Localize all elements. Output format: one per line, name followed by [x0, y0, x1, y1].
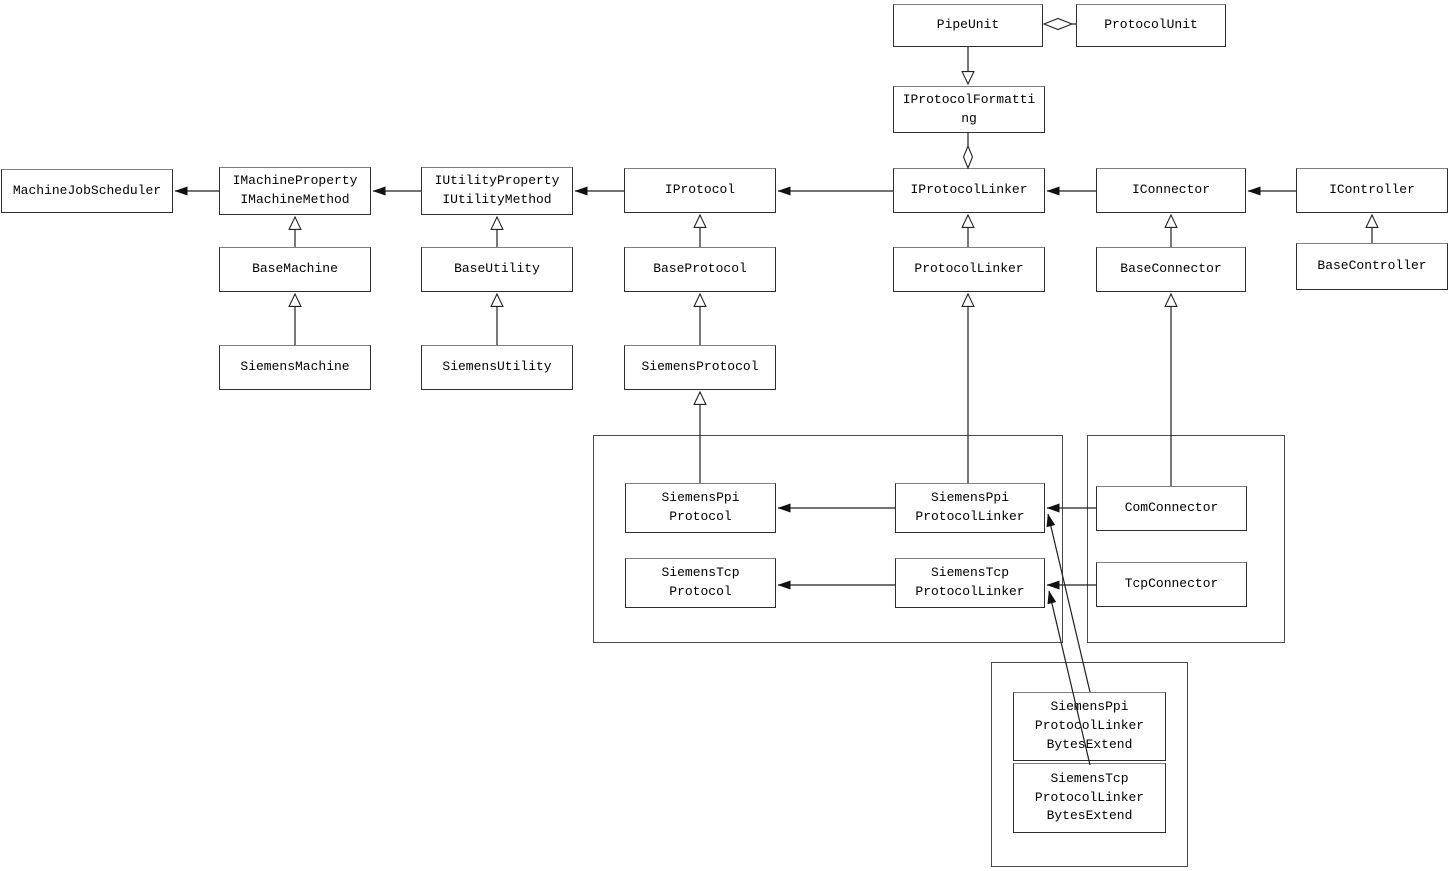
class-machine-job-scheduler[interactable]: MachineJobScheduler: [1, 169, 173, 213]
class-protocol-unit[interactable]: ProtocolUnit: [1076, 4, 1226, 47]
class-siemens-protocol[interactable]: SiemensProtocol: [624, 345, 776, 390]
class-iprotocol-formatting[interactable]: IProtocolFormatti ng: [893, 86, 1045, 133]
class-iutility-property-method[interactable]: IUtilityProperty IUtilityMethod: [421, 167, 573, 215]
class-com-connector[interactable]: ComConnector: [1096, 486, 1247, 531]
class-base-controller[interactable]: BaseController: [1296, 243, 1448, 290]
class-base-protocol[interactable]: BaseProtocol: [624, 247, 776, 292]
class-siemens-machine[interactable]: SiemensMachine: [219, 345, 371, 390]
class-siemens-tcp-protocol[interactable]: SiemensTcp Protocol: [625, 558, 776, 608]
aggregation-diamond-horizontal: [1042, 17, 1074, 31]
class-iconnector[interactable]: IConnector: [1096, 168, 1246, 213]
class-siemens-ppi-protocol-linker[interactable]: SiemensPpi ProtocolLinker: [895, 483, 1045, 533]
class-base-connector[interactable]: BaseConnector: [1096, 247, 1246, 292]
class-imachine-property-method[interactable]: IMachineProperty IMachineMethod: [219, 167, 371, 215]
class-protocol-linker[interactable]: ProtocolLinker: [893, 247, 1045, 292]
class-siemens-ppi-protocol-linker-bytes-extend[interactable]: SiemensPpi ProtocolLinker BytesExtend: [1013, 692, 1166, 761]
class-siemens-ppi-protocol[interactable]: SiemensPpi Protocol: [625, 483, 776, 533]
class-iprotocol-linker[interactable]: IProtocolLinker: [893, 168, 1045, 213]
group-connectors: [1087, 435, 1285, 643]
class-siemens-tcp-protocol-linker-bytes-extend[interactable]: SiemensTcp ProtocolLinker BytesExtend: [1013, 763, 1166, 833]
class-pipe-unit[interactable]: PipeUnit: [893, 4, 1043, 47]
class-base-utility[interactable]: BaseUtility: [421, 247, 573, 292]
class-iprotocol[interactable]: IProtocol: [624, 168, 776, 213]
class-siemens-tcp-protocol-linker[interactable]: SiemensTcp ProtocolLinker: [895, 558, 1045, 608]
group-siemens-protocol-linkers: [593, 435, 1063, 643]
class-siemens-utility[interactable]: SiemensUtility: [421, 345, 573, 390]
class-base-machine[interactable]: BaseMachine: [219, 247, 371, 292]
class-tcp-connector[interactable]: TcpConnector: [1096, 562, 1247, 607]
aggregation-diamond-vertical: [962, 144, 974, 170]
class-icontroller[interactable]: IController: [1296, 168, 1448, 213]
